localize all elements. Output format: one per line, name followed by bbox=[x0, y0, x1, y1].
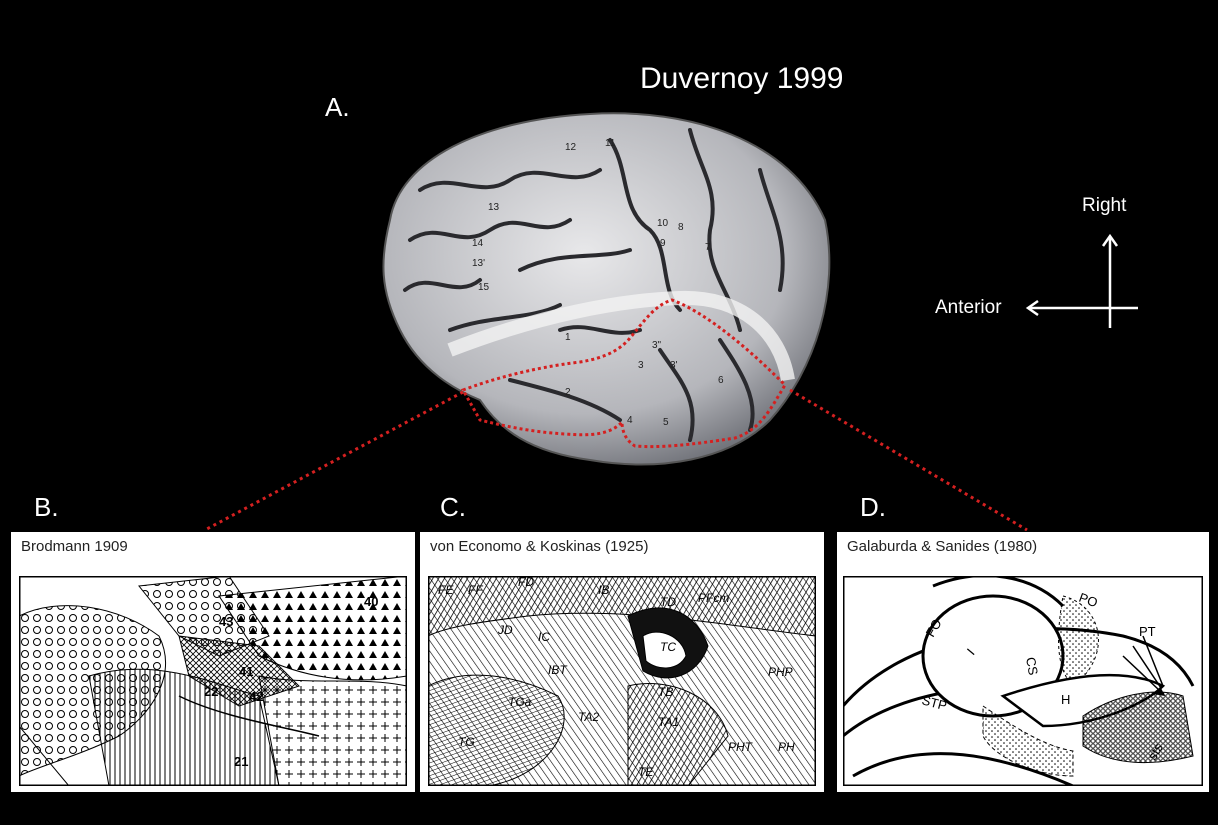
svg-text:JD: JD bbox=[497, 623, 513, 637]
svg-text:PHT: PHT bbox=[728, 740, 754, 754]
panel-b-caption: Brodmann 1909 bbox=[21, 538, 128, 555]
svg-text:41: 41 bbox=[239, 664, 253, 679]
von-economo-map: FE FF FD JD IC IB TD PFcm TC IBT TB TG T… bbox=[428, 576, 816, 786]
panel-d-caption: Galaburda & Sanides (1980) bbox=[847, 538, 1037, 555]
panel-b: Brodmann 1909 43 40 41 42 22 21 bbox=[10, 531, 416, 793]
svg-text:PH: PH bbox=[778, 740, 795, 754]
panel-c-caption: von Economo & Koskinas (1925) bbox=[430, 538, 648, 555]
svg-text:PT: PT bbox=[1139, 624, 1156, 639]
panel-c: von Economo & Koskinas (1925) FE FF FD J… bbox=[419, 531, 825, 793]
svg-text:TC: TC bbox=[660, 640, 676, 654]
svg-text:IB: IB bbox=[598, 583, 609, 597]
svg-text:TA2: TA2 bbox=[578, 710, 599, 724]
svg-text:IC: IC bbox=[538, 630, 550, 644]
svg-text:H: H bbox=[1061, 692, 1070, 707]
svg-text:CS: CS bbox=[1023, 656, 1041, 677]
galaburda-map: FO PO I CS PT STP H sts bbox=[843, 576, 1203, 786]
brodmann-map: 43 40 41 42 22 21 bbox=[19, 576, 407, 786]
svg-text:TB: TB bbox=[658, 685, 673, 699]
svg-text:TD: TD bbox=[660, 595, 676, 609]
svg-text:PFcm: PFcm bbox=[698, 591, 729, 605]
svg-text:21: 21 bbox=[234, 754, 248, 769]
panel-d: Galaburda & Sanides (1980) FO PO I CS PT… bbox=[836, 531, 1210, 793]
svg-text:FF: FF bbox=[468, 583, 483, 597]
svg-text:FE: FE bbox=[438, 583, 454, 597]
svg-text:IBT: IBT bbox=[548, 663, 568, 677]
svg-text:42: 42 bbox=[249, 689, 263, 704]
svg-text:TGa: TGa bbox=[508, 695, 532, 709]
svg-text:TE: TE bbox=[638, 765, 654, 779]
svg-text:40: 40 bbox=[364, 594, 378, 609]
svg-text:43: 43 bbox=[219, 614, 233, 629]
svg-text:FD: FD bbox=[518, 576, 534, 589]
svg-text:PHP: PHP bbox=[768, 665, 793, 679]
svg-text:22: 22 bbox=[204, 684, 218, 699]
svg-text:TA1: TA1 bbox=[658, 715, 679, 729]
svg-text:TG: TG bbox=[458, 735, 475, 749]
